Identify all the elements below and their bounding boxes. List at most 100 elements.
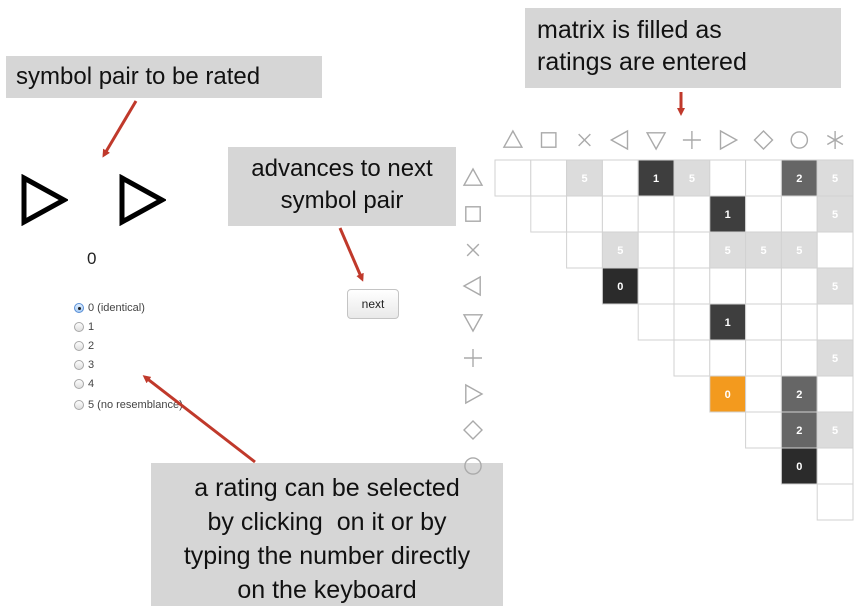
arrow-to-symbol-pair (102, 100, 138, 158)
rating-option-5[interactable]: 5 (no resemblance) (74, 398, 183, 412)
rating-radio[interactable] (74, 303, 84, 313)
matrix-cell (566, 159, 603, 197)
rating-option-label: 4 (88, 378, 95, 390)
matrix-cell (709, 267, 747, 305)
matrix-cell (601, 195, 639, 233)
matrix-cell (816, 195, 854, 233)
matrix-cell-value: 0 (617, 281, 623, 293)
rating-option-1[interactable]: 1 (74, 320, 94, 334)
rating-radio[interactable] (74, 400, 84, 410)
rating-option-label: 0 (identical) (88, 302, 145, 314)
matrix-cell (780, 231, 818, 269)
matrix-cell-value: 2 (796, 389, 802, 401)
matrix-cell (601, 267, 639, 305)
matrix-cell (637, 231, 675, 269)
diamond-icon (463, 420, 483, 440)
rating-option-0[interactable]: 0 (identical) (74, 301, 145, 315)
triangle-left-icon (609, 129, 629, 151)
rating-option-2[interactable]: 2 (74, 339, 94, 353)
matrix-cell (530, 159, 568, 197)
callout-symbol-pair-text: symbol pair to be rated (16, 63, 261, 90)
asterisk-icon (826, 131, 844, 149)
arrow-to-next-button (338, 227, 364, 282)
next-button[interactable]: next (347, 289, 399, 319)
callout-next-line-1: advances to next (251, 155, 433, 182)
matrix-cell (816, 411, 854, 449)
rating-option-label: 5 (no resemblance) (88, 399, 183, 411)
matrix-cell-value: 5 (832, 353, 838, 365)
rating-radio[interactable] (74, 341, 84, 351)
matrix-cell (745, 159, 782, 197)
matrix-cell (709, 195, 747, 233)
matrix-cell-value: 1 (725, 209, 731, 221)
matrix-cell-value: 5 (832, 281, 838, 293)
matrix-cell (673, 195, 711, 233)
matrix-cell-value: 5 (832, 173, 838, 185)
matrix-cell (816, 447, 854, 485)
callout-rating-line-3: typing the number directly (183, 542, 471, 570)
matrix-cell (637, 303, 675, 341)
matrix-cell (816, 231, 854, 269)
matrix-cell (780, 411, 818, 449)
matrix-cell-value: 5 (796, 245, 802, 257)
matrix-cell (601, 159, 639, 197)
triangle-down-icon (462, 314, 484, 333)
rating-value: 0 (87, 249, 97, 268)
matrix-cell (745, 339, 782, 377)
matrix-cell (637, 159, 675, 197)
matrix-cell (709, 375, 747, 413)
triangle-right-icon (119, 174, 166, 226)
rating-radio[interactable] (74, 379, 84, 389)
matrix-cell-value: 5 (689, 173, 695, 185)
matrix-cell (780, 447, 818, 485)
square-icon (540, 132, 557, 148)
matrix-cell (816, 375, 854, 413)
arrow-to-rating-options (142, 375, 256, 464)
matrix-cell (816, 267, 854, 305)
matrix-cell (745, 411, 782, 449)
matrix-cell (673, 267, 711, 305)
plus-icon (464, 349, 482, 367)
matrix-cell (601, 231, 639, 269)
rating-option-label: 2 (88, 340, 95, 352)
matrix-cell (780, 339, 818, 377)
rating-option-label: 1 (88, 321, 95, 333)
matrix-cell (780, 303, 818, 341)
callout-rating: a rating can be selected by clicking on … (151, 463, 503, 606)
triangle-left-icon (462, 275, 481, 297)
rating-radio[interactable] (74, 360, 84, 370)
callout-rating-line-4: on the keyboard (237, 576, 417, 604)
matrix-cell-value: 2 (796, 173, 802, 185)
callout-rating-line-2: by clicking on it or by (207, 508, 447, 536)
callout-rating-line-1: a rating can be selected (194, 474, 460, 502)
matrix-cell-value: 5 (617, 245, 623, 257)
matrix-cell (709, 159, 747, 197)
matrix-cell-value: 5 (725, 245, 731, 257)
matrix-cell (566, 195, 603, 233)
triangle-down-icon (645, 132, 667, 151)
triangle-right-icon (719, 129, 739, 151)
matrix-cell (673, 303, 711, 341)
matrix-column-headers (502, 129, 844, 151)
matrix-cell (637, 267, 675, 305)
matrix-cell (745, 303, 782, 341)
matrix-cell-value: 5 (581, 173, 587, 185)
matrix-cell (530, 195, 568, 233)
rating-option-4[interactable]: 4 (74, 377, 94, 391)
matrix-cell-value: 5 (832, 209, 838, 221)
matrix-cell-value: 1 (653, 173, 659, 185)
callout-matrix-line-1: matrix is filled as (537, 16, 722, 44)
rating-radio[interactable] (74, 322, 84, 332)
cross-icon (466, 243, 480, 257)
callout-next: advances to next symbol pair (228, 147, 456, 226)
matrix-cell-value: 5 (760, 245, 766, 257)
matrix-cell (673, 231, 711, 269)
matrix-cell-value: 0 (796, 461, 802, 473)
triangle-right-icon (21, 174, 68, 226)
diamond-icon (753, 130, 774, 150)
rating-option-3[interactable]: 3 (74, 358, 94, 372)
matrix-cell (745, 231, 782, 269)
matrix-cell (745, 195, 782, 233)
matrix-cell (566, 231, 603, 269)
